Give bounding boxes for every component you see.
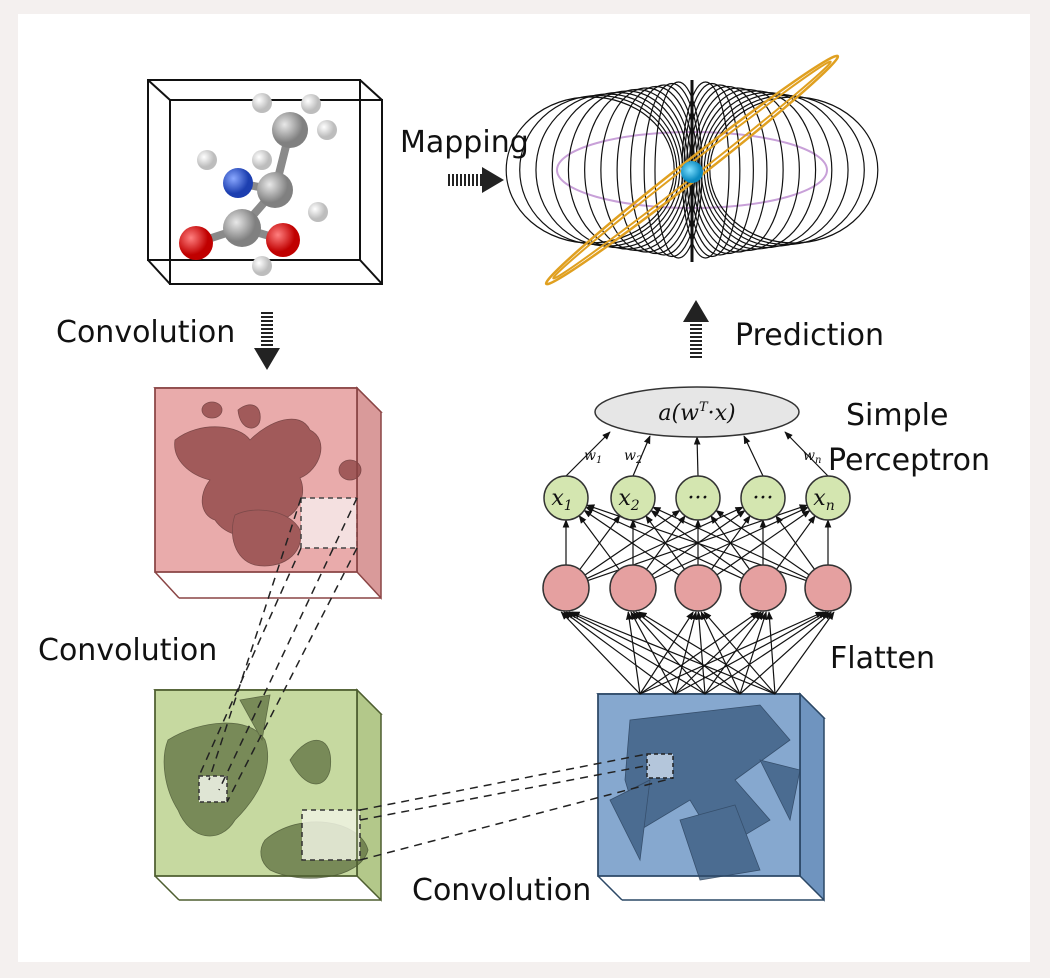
input-node-label: x1 xyxy=(551,486,572,514)
flatten-to-input-edge xyxy=(775,515,816,570)
cube-to-flatten-edge xyxy=(568,611,741,695)
input-node-label: xn xyxy=(813,486,834,514)
cube-to-flatten-edge xyxy=(639,611,759,695)
cube-to-flatten-edge xyxy=(703,611,776,695)
cube-to-flatten-edge xyxy=(638,611,776,695)
perceptron-output: a(wT·x) xyxy=(594,386,800,438)
prediction-label: Prediction xyxy=(735,318,884,353)
cube-to-flatten-edge xyxy=(639,611,824,695)
cube-to-flatten-edge xyxy=(635,611,741,695)
cube-to-flatten-edge xyxy=(739,611,832,695)
flatten-to-input-edge xyxy=(715,510,810,576)
input-node xyxy=(610,475,656,521)
mapping-arrow-icon xyxy=(446,167,504,193)
field-torus xyxy=(505,54,879,286)
activation-formula: a(wT·x) xyxy=(658,400,735,426)
cube-to-flatten-edge xyxy=(774,611,835,695)
input-to-output-edge xyxy=(784,431,829,477)
flatten-layer xyxy=(542,564,852,612)
convolution-label-top: Convolution xyxy=(56,315,235,350)
input-node-label: x2 xyxy=(618,486,639,514)
field-loop xyxy=(691,87,784,253)
projection-lines-red-green xyxy=(198,497,358,803)
weight-label: w1 xyxy=(584,448,602,466)
flatten-to-input-edge xyxy=(583,509,680,576)
input-layer: x1 x2 ··· ··· xn xyxy=(543,475,851,521)
convolution-label-mid: Convolution xyxy=(38,633,217,668)
green-feature-cube xyxy=(153,688,383,902)
input-to-output-edge xyxy=(565,431,611,477)
convolution-arrow-icon xyxy=(254,312,280,370)
cube-to-flatten-edge xyxy=(632,611,706,695)
flatten-to-input-edge xyxy=(652,506,808,579)
field-loop xyxy=(600,87,693,253)
input-node-label: ··· xyxy=(753,486,774,511)
cube-to-flatten-edge xyxy=(674,611,698,695)
molecule-box xyxy=(147,79,383,285)
input-node-label: ··· xyxy=(688,486,709,511)
blue-feature-cube xyxy=(596,692,826,902)
flatten-to-input-edge xyxy=(578,514,620,570)
input-node xyxy=(805,475,851,521)
cube-to-flatten-edge xyxy=(704,611,764,695)
field-loop xyxy=(519,94,678,246)
cube-to-flatten-edge xyxy=(639,611,694,695)
projection-lines-green-blue xyxy=(359,753,674,861)
simple-label: Simple xyxy=(846,398,948,433)
convolution-label-bottom: Convolution xyxy=(412,873,591,908)
input-node xyxy=(740,475,786,521)
input-node xyxy=(543,475,589,521)
input-node xyxy=(675,475,721,521)
red-feature-cube xyxy=(153,386,383,600)
weight-label: wn xyxy=(803,448,821,466)
field-loop xyxy=(706,94,865,246)
input-to-output-edge xyxy=(743,435,764,477)
cube-to-flatten-edge xyxy=(704,611,830,695)
molecule-atoms xyxy=(179,93,337,276)
flatten-node xyxy=(609,564,657,612)
weight-label: w2 xyxy=(624,448,642,466)
cube-to-flatten-edge xyxy=(674,611,762,695)
flatten-node xyxy=(804,564,852,612)
flatten-label: Flatten xyxy=(830,641,935,676)
flatten-node xyxy=(542,564,590,612)
field-loop xyxy=(694,88,800,252)
input-to-output-edge xyxy=(693,436,701,477)
cube-to-flatten-edge xyxy=(695,611,706,695)
perceptron-label: Perceptron xyxy=(828,443,990,478)
cube-to-flatten-edge xyxy=(560,611,641,695)
network-connections xyxy=(560,431,835,695)
cube-to-flatten-edge xyxy=(565,611,706,695)
mapping-label: Mapping xyxy=(400,125,529,160)
flatten-node xyxy=(674,564,722,612)
flatten-to-input-edge xyxy=(585,506,743,579)
cube-to-flatten-edge xyxy=(700,611,741,695)
flatten-node xyxy=(739,564,787,612)
cube-to-flatten-edge xyxy=(571,611,776,695)
cube-to-flatten-edge xyxy=(739,611,768,695)
prediction-arrow-icon xyxy=(683,300,709,360)
cube-to-flatten-edge xyxy=(625,611,641,695)
cube-to-flatten-edge xyxy=(630,611,676,695)
cube-to-flatten-edge xyxy=(766,611,776,695)
cube-to-flatten-edge xyxy=(674,611,827,695)
flatten-to-input-edge xyxy=(645,515,686,570)
input-to-output-edge xyxy=(632,435,651,477)
cube-to-flatten-edge xyxy=(563,611,676,695)
